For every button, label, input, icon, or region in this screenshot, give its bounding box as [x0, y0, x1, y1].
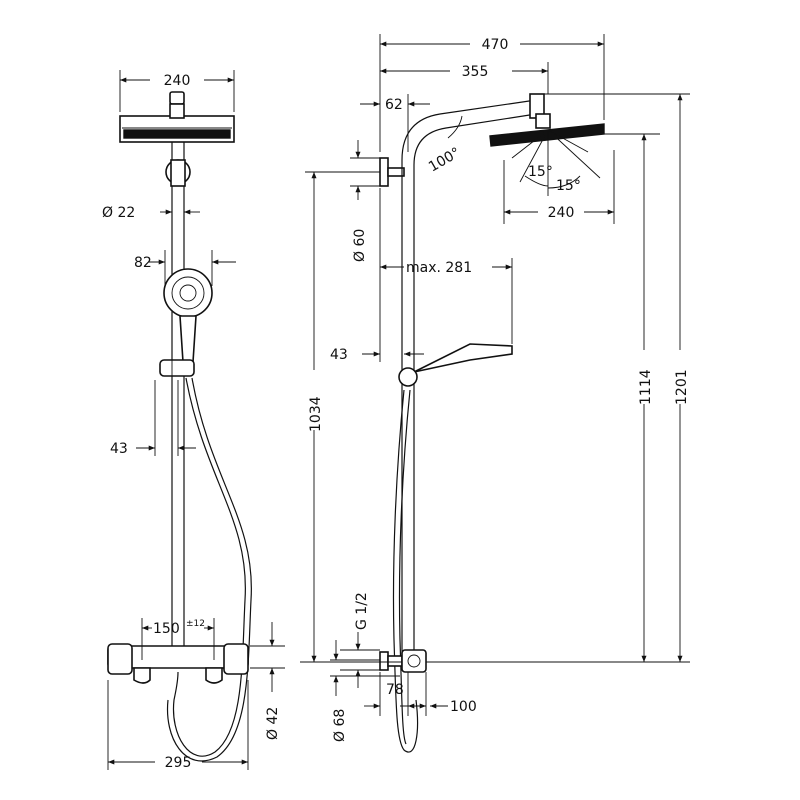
shower-hose-side — [392, 389, 419, 753]
thermostat-front — [107, 643, 249, 684]
dim-arm-angle: 100° — [426, 145, 463, 176]
dim-holder-wall-offset: 43 — [330, 347, 348, 363]
overhead-shower-front — [119, 91, 235, 143]
hand-shower-side — [398, 343, 513, 387]
dim-bracket-height: 1034 — [308, 396, 324, 432]
dim-tilt-left: 15° — [528, 164, 553, 180]
shower-arm — [401, 99, 537, 660]
dim-thermostat-tolerance: ±12 — [186, 619, 205, 629]
shower-hose-front — [172, 377, 246, 757]
overhead-shower-side — [489, 113, 605, 147]
hand-shower-front — [159, 268, 213, 377]
dim-valve-projection: 100 — [450, 699, 477, 715]
dim-overall-height: 1201 — [674, 369, 690, 405]
dim-wall-offset: 62 — [385, 97, 403, 113]
dim-tilt-right: 15° — [556, 178, 581, 194]
dim-overall-width: 295 — [165, 755, 192, 771]
dim-head-width-side: 240 — [548, 205, 575, 221]
dim-overall-projection: 470 — [482, 37, 509, 53]
front-view: 240 Ø 22 82 43 150 ±12 Ø 42 — [102, 70, 285, 771]
dim-hand-reach: max. 281 — [406, 260, 472, 276]
dim-bracket-diameter: Ø 60 — [352, 229, 368, 262]
dim-valve-depth: 78 — [386, 682, 404, 698]
dim-connection-thread: G 1/2 — [354, 592, 370, 630]
dim-holder-offset: 43 — [110, 441, 128, 457]
connection-valve — [379, 649, 427, 673]
dim-arm-projection: 355 — [462, 64, 489, 80]
dim-thermostat-height: Ø 42 — [265, 707, 281, 740]
shower-rail-front — [165, 142, 191, 652]
dim-head-height: 1114 — [638, 369, 654, 405]
dim-hand-shower-offset: 82 — [134, 255, 152, 271]
dim-thermostat-centers: 150 — [153, 621, 180, 637]
wall-bracket — [379, 157, 405, 187]
dim-rail-diameter: Ø 22 — [102, 205, 135, 221]
dim-head-width-front: 240 — [164, 73, 191, 89]
side-view: 15° 15° 100° 470 355 62 — [300, 34, 690, 753]
dim-valve-diameter: Ø 68 — [332, 709, 348, 742]
